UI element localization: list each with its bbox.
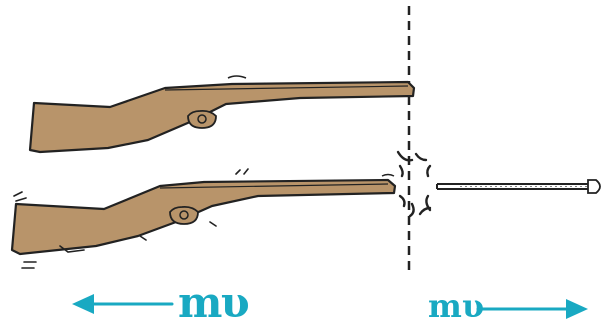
recoil-motion-marks xyxy=(13,168,249,269)
rifle-top-body xyxy=(28,80,416,154)
trigger-guard-top xyxy=(187,109,217,129)
right-momentum-label: mυ xyxy=(428,287,485,325)
bullet-icon xyxy=(587,179,601,194)
left-arrow-icon xyxy=(72,294,174,314)
right-arrow-icon xyxy=(476,299,588,319)
rifle-bottom-body xyxy=(10,178,397,256)
bullet-trail xyxy=(436,179,601,194)
rifle-recoiling xyxy=(10,168,397,269)
muzzle-blast-icon xyxy=(396,150,432,218)
left-momentum-label: mυ xyxy=(178,278,250,327)
rifle-at-rest xyxy=(28,75,416,154)
trigger-guard-bottom xyxy=(169,205,199,225)
